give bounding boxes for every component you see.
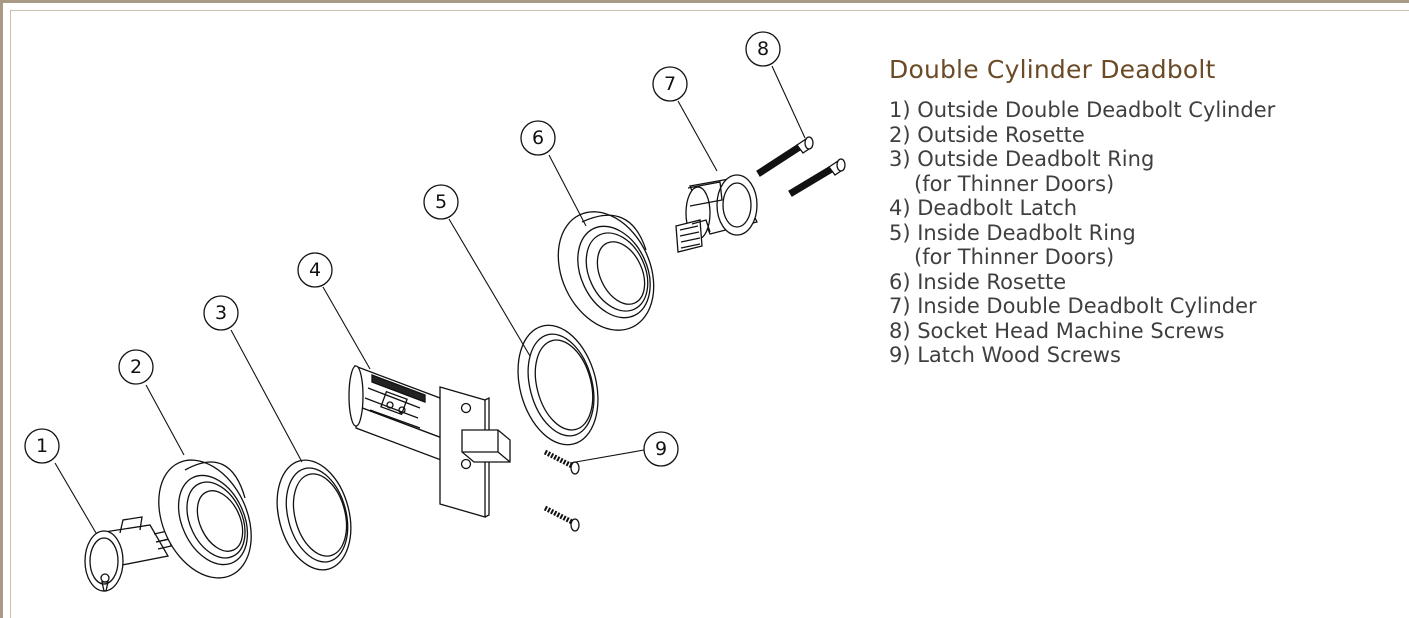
callout-7: 7 [652,66,688,102]
callout-2: 2 [118,349,154,385]
callout-5: 5 [423,184,459,220]
svg-text:4: 4 [309,259,321,281]
legend-item: 5) Inside Deadbolt Ring(for Thinner Door… [889,221,1275,270]
legend-item: 9) Latch Wood Screws [889,343,1275,368]
part-outside-ring [276,459,352,571]
legend-item-text: 3) Outside Deadbolt Ring [889,147,1155,171]
svg-text:6: 6 [532,127,544,149]
legend-item: 7) Inside Double Deadbolt Cylinder [889,294,1275,319]
legend-item: 1) Outside Double Deadbolt Cylinder [889,98,1275,123]
legend-item-text: 8) Socket Head Machine Screws [889,318,1225,343]
legend-item: 8) Socket Head Machine Screws [889,319,1275,344]
svg-text:3: 3 [215,302,227,324]
callout-8: 8 [745,31,781,67]
part-inside-ring [517,324,599,446]
legend-item-text: 1) Outside Double Deadbolt Cylinder [889,98,1276,122]
svg-text:7: 7 [664,73,676,95]
callout-1: 1 [24,428,60,464]
legend-title: Double Cylinder Deadbolt [889,55,1216,84]
legend-item-text: 7) Inside Double Deadbolt Cylinder [889,294,1257,318]
legend-item-text: 6) Inside Rosette [889,269,1067,294]
svg-text:2: 2 [130,356,142,378]
svg-text:8: 8 [757,38,769,60]
legend-item: 3) Outside Deadbolt Ring(for Thinner Doo… [889,147,1275,196]
callout-9: 9 [643,431,679,467]
legend-item: 6) Inside Rosette [889,270,1275,295]
legend-item-text: 9) Latch Wood Screws [889,343,1121,367]
leader-lines [54,65,806,534]
part-outside-cylinder [84,516,174,592]
callout-6: 6 [520,120,556,156]
part-outside-rosette [158,459,252,579]
callout-4: 4 [297,252,333,288]
svg-text:5: 5 [435,191,447,213]
legend-item-text: 5) Inside Deadbolt Ring [889,220,1136,245]
legend-item-text: 4) Deadbolt Latch [889,196,1078,220]
legend-item-subtext: (for Thinner Doors) [914,171,1115,196]
part-inside-rosette [557,211,655,331]
part-deadbolt-latch [348,365,511,518]
legend-item: 2) Outside Rosette [889,123,1275,148]
svg-text:1: 1 [36,435,48,457]
parts-legend: Double Cylinder Deadbolt 1) Outside Doub… [889,55,1275,368]
legend-item-text: 2) Outside Rosette [889,122,1085,147]
legend-list: 1) Outside Double Deadbolt Cylinder 2) O… [889,98,1275,368]
callout-3: 3 [203,295,239,331]
legend-item-subtext: (for Thinner Doors) [914,245,1115,269]
svg-text:9: 9 [655,438,667,460]
part-machine-screws [756,136,846,197]
part-wood-screws [543,449,580,532]
legend-item: 4) Deadbolt Latch [889,196,1275,221]
part-inside-cylinder [675,174,758,253]
